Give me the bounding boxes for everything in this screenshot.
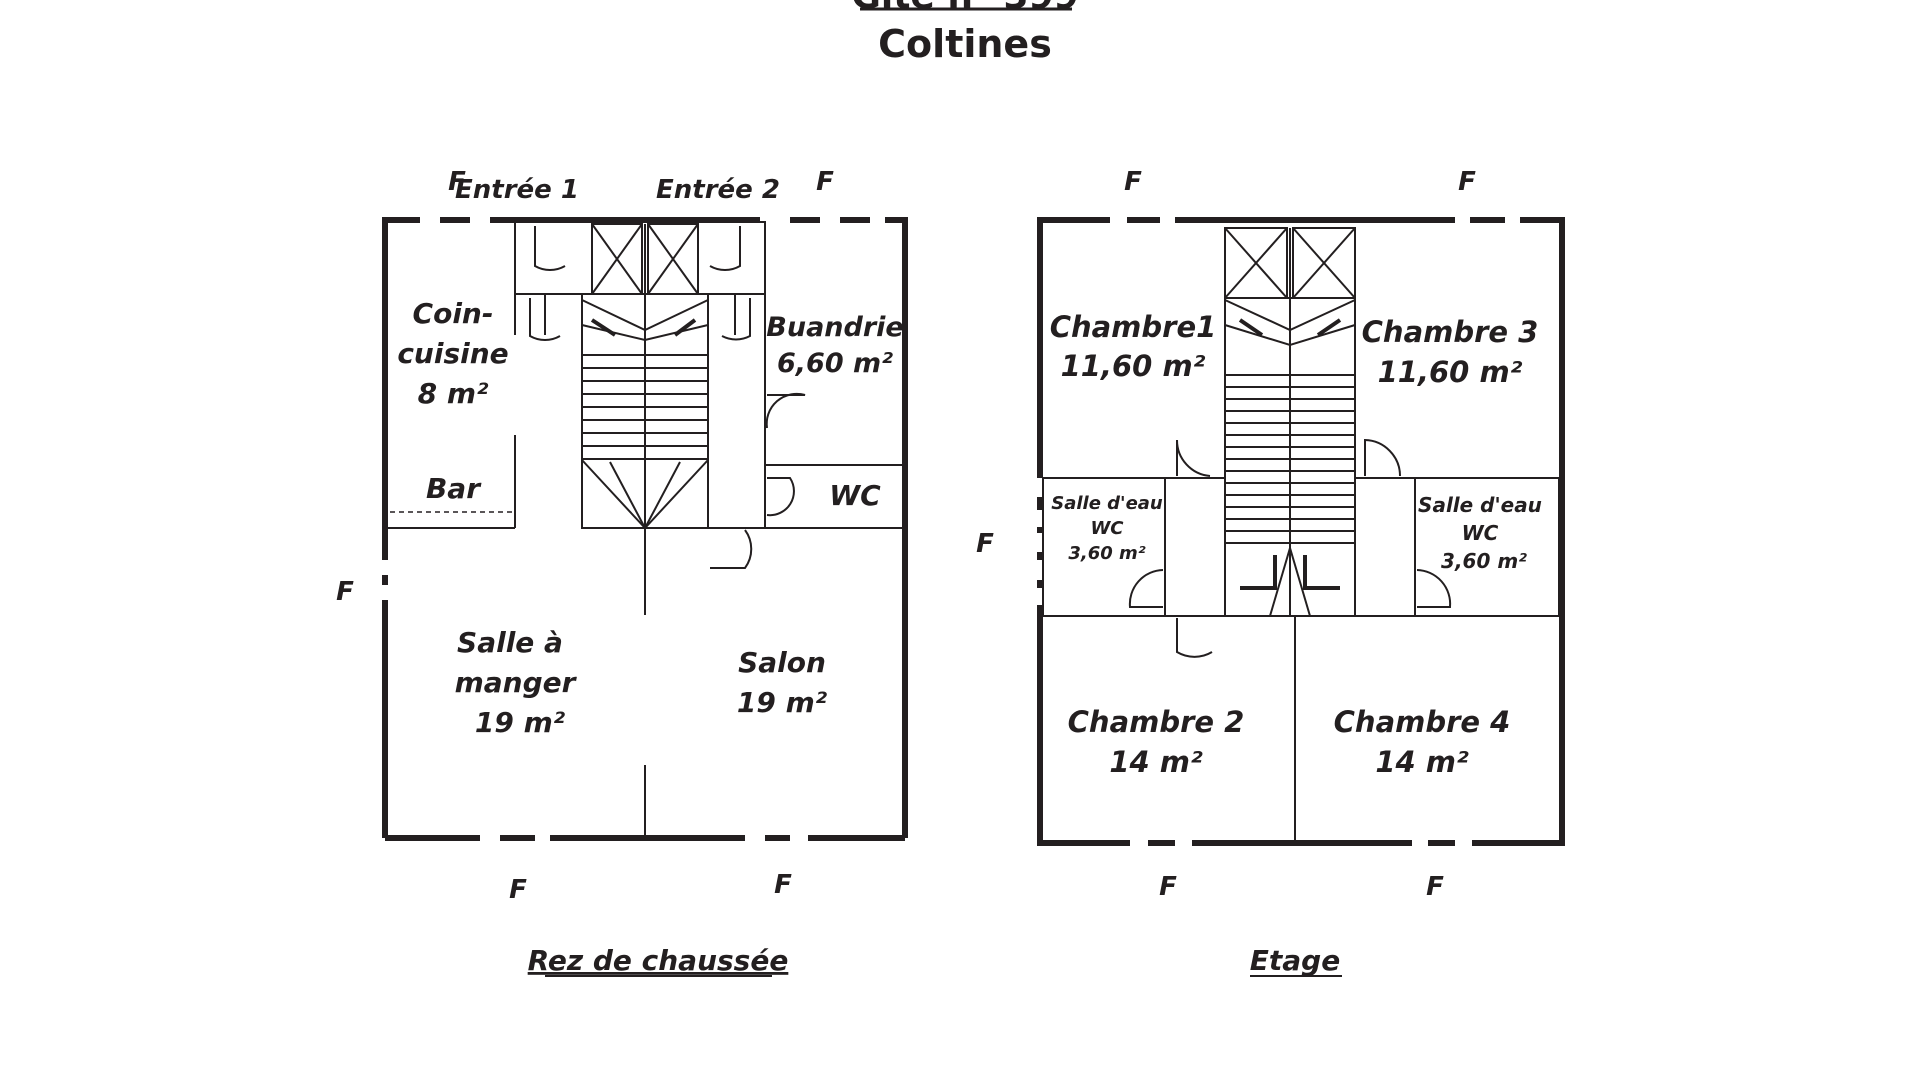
label-bedroom-3: Chambre 3 [1362,315,1539,349]
label-bedroom-1: Chambre1 [1050,310,1217,344]
ground-floor-interior-walls [385,221,905,835]
upper-floor-plan [1037,217,1565,846]
label-bedroom-2-area: 14 m² [1109,745,1203,779]
window-mark: F [1124,167,1142,197]
label-bar: Bar [426,472,482,505]
label-bathroom-right-area: 3,60 m² [1441,549,1527,573]
label-bedroom-2: Chambre 2 [1068,705,1245,739]
ground-floor-stair-arrows [590,318,697,337]
label-kitchen-line1: Coin- [413,297,494,330]
window-mark: F [816,167,834,197]
window-mark: F [1426,872,1444,902]
label-laundry-area: 6,60 m² [777,348,893,379]
header-subtitle: Coltines [878,22,1052,66]
upper-floor-stair-arrows [1238,318,1342,590]
label-dining-line1: Salle à [457,626,563,659]
window-mark: F [976,529,994,559]
window-mark: F [336,577,354,607]
label-bathroom-right-line2: WC [1462,521,1499,545]
label-bathroom-right-line1: Salle d'eau [1418,493,1542,517]
window-mark: F [448,167,466,197]
ground-floor-caption: Rez de chaussée [528,944,789,977]
label-entrance-1: Entrée 1 [455,175,579,205]
window-mark: F [774,870,792,900]
header: Gîte n° 399 Coltines [851,0,1078,66]
upper-floor-labels: Chambre1 11,60 m² Chambre 3 11,60 m² Sal… [976,167,1542,977]
upper-floor-doors [1128,438,1452,658]
label-dining-line2: manger [455,666,578,699]
label-bathroom-left-line1: Salle d'eau [1051,493,1163,514]
label-wc: WC [829,479,881,512]
label-bedroom-3-area: 11,60 m² [1378,355,1523,389]
label-bedroom-4-area: 14 m² [1375,745,1469,779]
ground-floor-doors [529,226,806,569]
label-bedroom-4: Chambre 4 [1334,705,1511,739]
label-living-area: 19 m² [737,686,828,719]
label-bathroom-left-area: 3,60 m² [1068,543,1145,564]
upper-floor-caption: Etage [1250,944,1340,977]
label-entrance-2: Entrée 2 [656,175,780,205]
label-laundry: Buandrie [766,312,903,343]
label-dining-area: 19 m² [475,706,566,739]
window-mark: F [1159,872,1177,902]
window-mark: F [1458,167,1476,197]
ground-floor-plan [382,217,908,841]
label-kitchen-area: 8 m² [418,377,489,410]
label-kitchen-line2: cuisine [397,337,508,370]
label-living: Salon [738,646,826,679]
upper-floor-interior-walls [1042,227,1560,840]
label-bedroom-1-area: 11,60 m² [1061,349,1206,383]
ground-floor-labels: Entrée 1 Entrée 2 Coin- cuisine 8 m² Bar… [336,167,904,977]
window-mark: F [509,875,527,905]
upper-floor-exterior-walls [1037,217,1565,846]
label-bathroom-left-line2: WC [1090,518,1124,539]
